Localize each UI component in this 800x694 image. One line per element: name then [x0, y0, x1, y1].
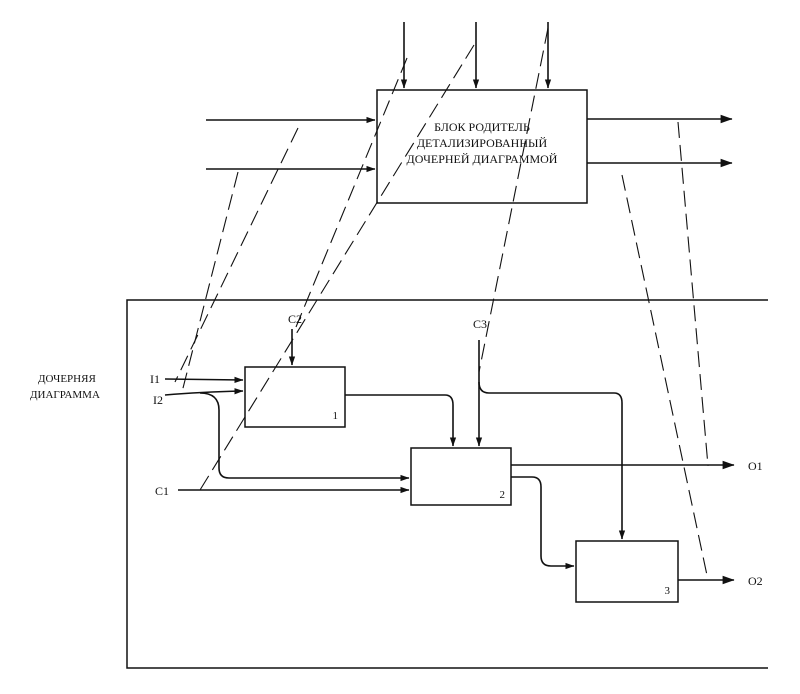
c1-correspondence-dashed-line	[199, 44, 475, 491]
child-block-3: 3	[575, 540, 679, 603]
parent-block-label-line-2: ДЕТАЛИЗИРОВАННЫЙ	[417, 136, 548, 150]
child-diagram-frame	[126, 299, 768, 669]
child-diagram-label-line-2: ДИАГРАММА	[30, 389, 100, 401]
i2-branch-arrow	[199, 392, 410, 482]
child-diagram-label-line-1: ДОЧЕРНЯЯ	[38, 373, 96, 385]
c3-branch-arrow	[478, 381, 626, 540]
o1-label: O1	[748, 459, 763, 473]
c2-correspondence-dashed-line	[295, 57, 408, 328]
child-block-2: 2	[410, 447, 512, 506]
i1-correspondence-dashed-line	[174, 127, 299, 383]
child-block-1-number: 1	[333, 410, 339, 422]
o2-correspondence-dashed-line	[621, 174, 709, 581]
parent-block: БЛОК РОДИТЕЛЬ ДЕТАЛИЗИРОВАННЫЙ ДОЧЕРНЕЙ …	[376, 89, 588, 204]
c3-label: C3	[473, 317, 487, 331]
child-block-1: 1	[244, 366, 346, 428]
parent-block-label-line-3: ДОЧЕРНЕЙ ДИАГРАММОЙ	[407, 152, 558, 166]
i1-label: I1	[150, 372, 160, 386]
o1-correspondence-dashed-line	[677, 121, 709, 467]
child-block-2-number: 2	[500, 489, 506, 501]
parent-block-label-line-1: БЛОК РОДИТЕЛЬ	[434, 120, 530, 134]
o2-label: O2	[748, 574, 763, 588]
block-2-to-block-3-arrow	[511, 476, 575, 570]
c1-label: C1	[155, 484, 169, 498]
i2-correspondence-dashed-line	[181, 171, 239, 393]
c2-label: C2	[288, 312, 302, 326]
i1-arrow	[164, 376, 244, 384]
block-1-to-block-2-arrow	[345, 394, 457, 447]
i2-label: I2	[153, 393, 163, 407]
c3-correspondence-dashed-line	[478, 27, 549, 373]
child-block-3-number: 3	[665, 585, 671, 597]
